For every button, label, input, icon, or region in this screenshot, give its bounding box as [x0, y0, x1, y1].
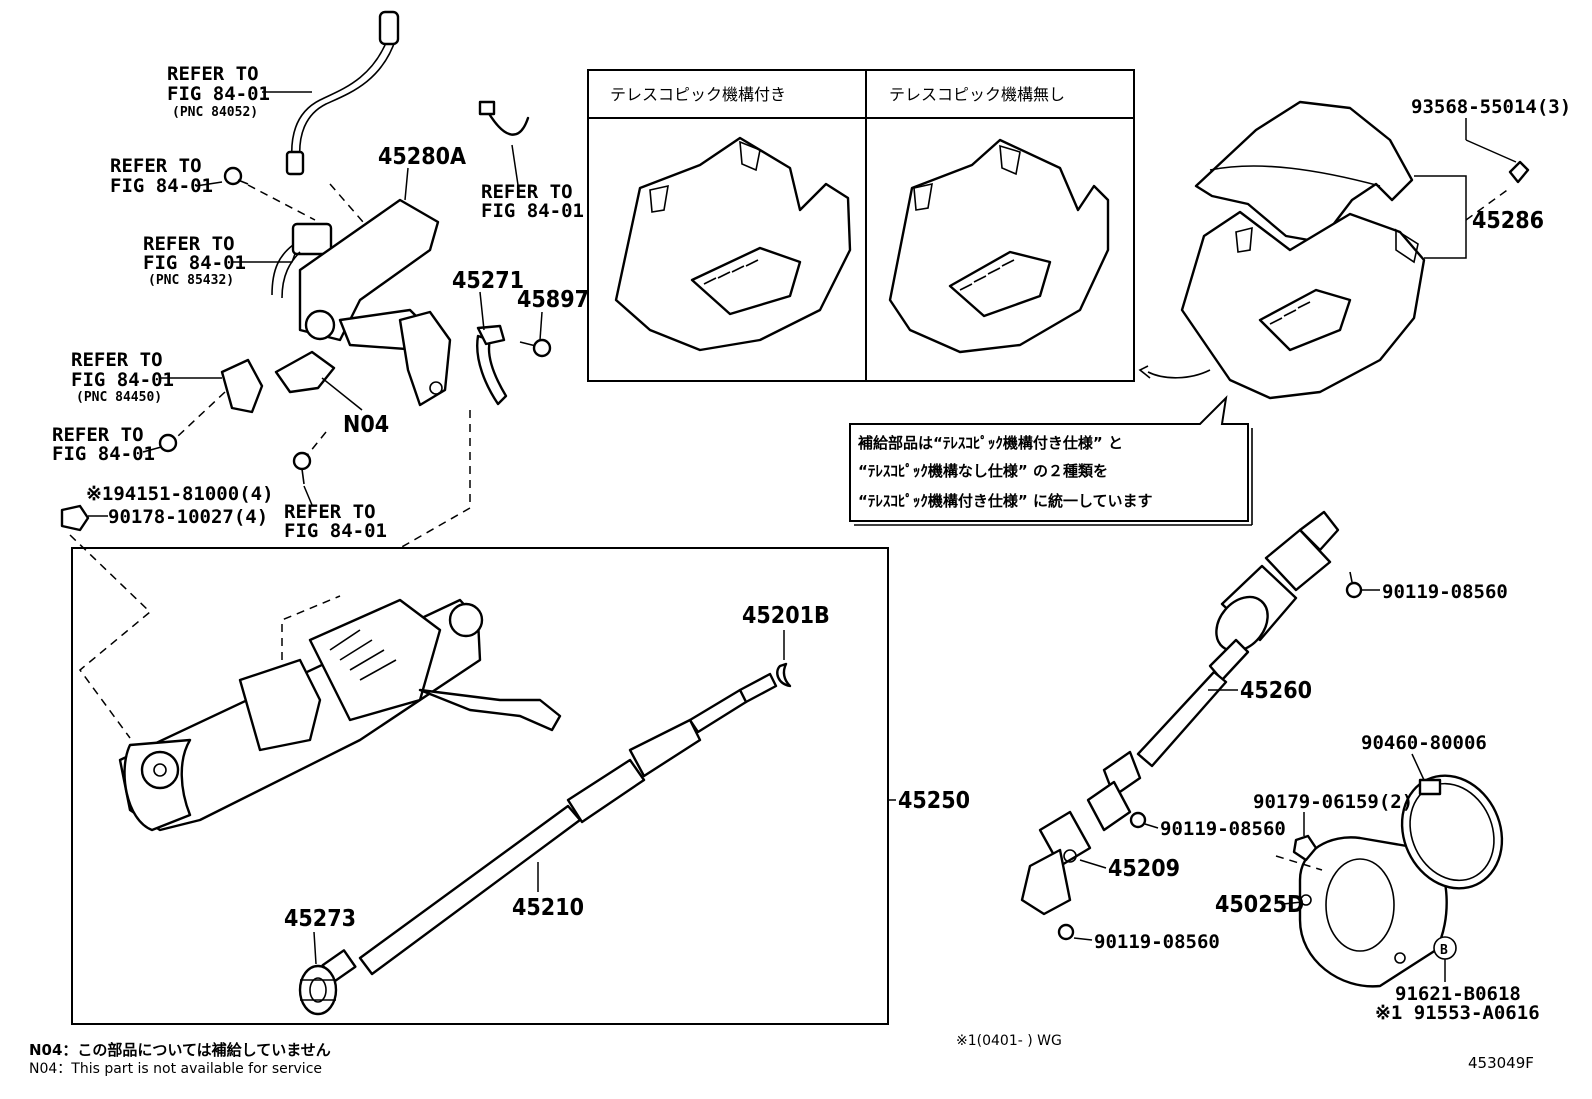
- footnote-jp: N04：この部品については補給していません: [29, 1041, 331, 1059]
- switch-part[interactable]: [271, 222, 333, 299]
- part-90179-nut[interactable]: [1292, 834, 1318, 862]
- part-90460-band[interactable]: [1384, 759, 1520, 905]
- bolt-90119-upper[interactable]: [1345, 571, 1363, 599]
- screw-upper[interactable]: [223, 166, 249, 186]
- clip-part[interactable]: [478, 100, 530, 136]
- svg-text:B: B: [1440, 943, 1448, 958]
- svg-text:REFER TO: REFER TO: [284, 501, 376, 523]
- part-N04-plate[interactable]: [274, 350, 336, 394]
- refer-label-clip[interactable]: REFER TO FIG 84-01: [481, 181, 584, 222]
- label-90460-80006: 90460-80006: [1361, 732, 1487, 754]
- svg-text:REFER TO: REFER TO: [71, 349, 163, 371]
- part-45025D-boot[interactable]: [1298, 836, 1448, 988]
- footnote-range: ※1(0401- ) WG: [956, 1033, 1062, 1049]
- svg-text:FIG 84-01: FIG 84-01: [71, 369, 174, 391]
- label-90178-10027: 90178-10027(4): [108, 506, 268, 528]
- svg-text:FIG 84-01: FIG 84-01: [110, 175, 213, 197]
- note-line-1: 補給部品は“ﾃﾚｽｺﾋﾟｯｸ機構付き仕様” と: [857, 434, 1123, 452]
- label-90119-08560-middle: 90119-08560: [1160, 818, 1286, 840]
- label-90179-06159: 90179-06159(2): [1253, 791, 1413, 813]
- part-90178-nut[interactable]: [60, 504, 90, 532]
- label-45273: 45273: [284, 906, 356, 932]
- label-45897: 45897: [517, 287, 589, 313]
- svg-text:(PNC 84450): (PNC 84450): [76, 390, 162, 405]
- svg-text:FIG 84-01: FIG 84-01: [481, 200, 584, 222]
- label-91553-A0616: ※1 91553-A0616: [1375, 1002, 1540, 1024]
- part-45260-intermediate-shaft[interactable]: [1136, 510, 1340, 768]
- part-45273-gear[interactable]: [298, 964, 338, 1016]
- refer-label-screw-lower[interactable]: REFER TO FIG 84-01: [52, 424, 155, 465]
- part-45209-joint[interactable]: [1020, 750, 1142, 916]
- svg-text:(PNC 85432): (PNC 85432): [148, 273, 234, 288]
- part-45280A-bracket[interactable]: [298, 198, 452, 407]
- assembly-45250-box: [71, 547, 889, 1025]
- label-90119-08560-lower: 90119-08560: [1094, 931, 1220, 953]
- part-45250-column-assembly[interactable]: [118, 598, 562, 832]
- svg-text:FIG 84-01: FIG 84-01: [167, 83, 270, 105]
- label-45250: 45250: [898, 788, 970, 814]
- footnote-en: N04：This part is not available for servi…: [29, 1061, 322, 1077]
- label-45260: 45260: [1240, 678, 1312, 704]
- label-45209: 45209: [1108, 856, 1180, 882]
- refer-label-bolt-center[interactable]: REFER TO FIG 84-01: [284, 501, 387, 542]
- label-45201B: 45201B: [742, 603, 830, 629]
- supply-note-box: 補給部品は“ﾃﾚｽｺﾋﾟｯｸ機構付き仕様” と “ﾃﾚｽｺﾋﾟｯｸ機構なし仕様”…: [849, 395, 1253, 526]
- sensor-part[interactable]: [220, 358, 264, 414]
- bolt-center[interactable]: [292, 451, 312, 485]
- refer-label-wiring-harness[interactable]: REFER TO FIG 84-01 (PNC 84052): [167, 63, 270, 120]
- note-line-2: “ﾃﾚｽｺﾋﾟｯｸ機構なし仕様” の２種類を: [858, 462, 1108, 480]
- variant-without-telescopic-header: テレスコピック機構無し: [889, 85, 1065, 104]
- screw-93568[interactable]: [1508, 160, 1530, 184]
- label-45280A: 45280A: [378, 144, 466, 170]
- label-N04: N04: [343, 412, 389, 438]
- label-93568-55014: 93568-55014(3): [1411, 96, 1571, 118]
- screw-lower[interactable]: [158, 433, 178, 453]
- bolt-90119-middle[interactable]: [1129, 811, 1147, 829]
- part-45210-shaft[interactable]: [321, 672, 778, 983]
- svg-text:REFER TO: REFER TO: [52, 424, 144, 446]
- label-45025D: 45025D: [1215, 892, 1304, 918]
- figure-code: 453049F: [1468, 1054, 1534, 1072]
- svg-text:FIG 84-01: FIG 84-01: [284, 520, 387, 542]
- part-45286-cover-lower[interactable]: [1180, 210, 1426, 400]
- marker-b: B: [1433, 936, 1457, 960]
- bolt-90119-lower[interactable]: [1057, 923, 1075, 941]
- svg-text:(PNC 84052): (PNC 84052): [172, 105, 258, 120]
- part-45271-clamp[interactable]: [476, 324, 508, 406]
- svg-text:FIG 84-01: FIG 84-01: [143, 252, 246, 274]
- label-45286: 45286: [1472, 208, 1544, 234]
- svg-text:REFER TO: REFER TO: [167, 63, 259, 85]
- telescopic-variant-box: テレスコピック機構付き テレスコピック機構無し: [587, 69, 1135, 382]
- svg-text:REFER TO: REFER TO: [143, 233, 235, 255]
- svg-text:FIG 84-01: FIG 84-01: [52, 443, 155, 465]
- svg-text:REFER TO: REFER TO: [110, 155, 202, 177]
- label-45210: 45210: [512, 895, 584, 921]
- svg-text:REFER TO: REFER TO: [481, 181, 573, 203]
- label-45271: 45271: [452, 268, 524, 294]
- part-45201B-ring[interactable]: [776, 662, 792, 688]
- label-91621-B0618: 91621-B0618: [1395, 983, 1521, 1005]
- note-line-3: “ﾃﾚｽｺﾋﾟｯｸ機構付き仕様” に統一しています: [858, 492, 1153, 510]
- label-90119-08560-upper: 90119-08560: [1382, 581, 1508, 603]
- arrow-icon: [1138, 365, 1211, 379]
- label-94151-81000: ※194151-81000(4): [86, 483, 274, 505]
- variant-with-telescopic-header: テレスコピック機構付き: [610, 85, 786, 104]
- wiring-harness-part[interactable]: [285, 10, 400, 176]
- part-45897-bolt[interactable]: [519, 338, 552, 358]
- refer-label-screw-upper[interactable]: REFER TO FIG 84-01: [110, 155, 213, 197]
- column-cover-with-telescopic[interactable]: [614, 136, 852, 352]
- refer-label-sensor[interactable]: REFER TO FIG 84-01 (PNC 84450): [71, 349, 174, 405]
- refer-label-switch[interactable]: REFER TO FIG 84-01 (PNC 85432): [143, 233, 246, 288]
- part-45286-cover-upper[interactable]: [1194, 100, 1414, 244]
- column-cover-without-telescopic[interactable]: [888, 138, 1110, 354]
